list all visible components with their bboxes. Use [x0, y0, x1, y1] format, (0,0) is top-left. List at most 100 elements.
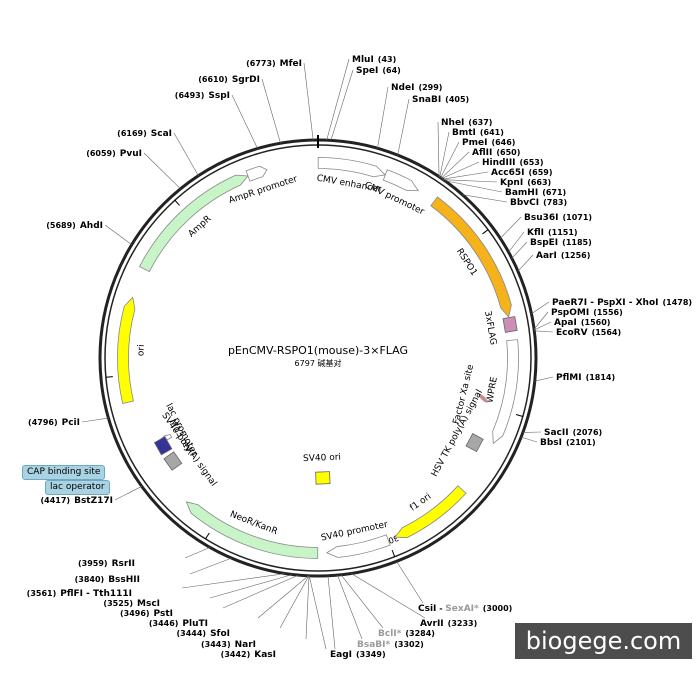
- site-callout: [173, 132, 199, 176]
- site-callout: [189, 557, 232, 575]
- site-label: AarI(1256): [536, 251, 590, 261]
- lac-operator-label: lac operator: [45, 480, 110, 495]
- tick-mark: [482, 229, 489, 235]
- site-label: PflMI(1814): [556, 373, 615, 383]
- site-label: PmeI(646): [462, 138, 515, 148]
- site-label: MluI(43): [352, 55, 396, 65]
- feature-label-ori: ori: [136, 344, 147, 356]
- site-callout: [439, 131, 450, 178]
- feature-m13-rev: [153, 436, 173, 456]
- feature-sv40-polya: [163, 451, 183, 471]
- site-callout: [231, 94, 258, 149]
- site-callout: [397, 98, 410, 156]
- plasmid-length: 6797 碱基对: [295, 358, 342, 368]
- site-callout: [517, 254, 534, 272]
- site-callout: [351, 573, 426, 619]
- site-callout: [441, 161, 480, 179]
- site-label: BsaBI*(3302): [357, 640, 424, 650]
- site-callout: [340, 574, 384, 629]
- feature-ampr-promoter: [245, 165, 268, 182]
- site-label: (4796)PciI: [28, 418, 80, 428]
- site-label: BbsI(2101): [540, 438, 596, 448]
- site-label: SpeI(64): [356, 66, 401, 76]
- site-label: HindIII(653): [482, 158, 544, 168]
- site-label: (3840)BssHII: [75, 575, 140, 585]
- site-callout: [437, 121, 440, 177]
- feature-neor-kanr: [185, 501, 319, 559]
- feature-wpre: [492, 339, 519, 445]
- feature-ori: [117, 296, 136, 404]
- site-callout: [305, 575, 310, 640]
- feature-rspo1: [430, 196, 512, 318]
- site-label: BspEI(1185): [530, 238, 592, 248]
- site-callout: [104, 224, 132, 245]
- site-label: (3446)PluTI: [149, 619, 208, 629]
- watermark: biogege.com: [515, 623, 692, 659]
- site-callout: [114, 486, 142, 501]
- site-label: (3444)SfoI: [176, 629, 230, 639]
- site-label: (5689)AhdI: [46, 221, 103, 231]
- site-callout: [337, 575, 363, 640]
- site-label: EcoRV(1564): [556, 328, 621, 338]
- site-callout: [143, 152, 181, 190]
- site-callout: [534, 321, 552, 331]
- site-label: KflI(1151): [527, 228, 578, 238]
- feature-sv40-ori: [315, 471, 331, 485]
- feature-ampr: [139, 174, 249, 273]
- site-label: ApaI(1560): [554, 318, 610, 328]
- site-label: (6059)PvuI: [86, 149, 142, 159]
- site-callout: [222, 574, 299, 609]
- feature-f1-ori: [394, 485, 467, 538]
- site-callout: [441, 151, 470, 179]
- tick-mark: [174, 199, 180, 206]
- site-callout: [521, 436, 538, 443]
- site-label: (6493)SspI: [175, 91, 230, 101]
- tick-mark: [391, 550, 396, 557]
- site-label-group: MluI(43)SpeI(64)NdeI(299)SnaBI(405)NheI(…: [27, 55, 692, 660]
- feature-label-f1-ori: f1 ori: [408, 492, 433, 514]
- site-label: (3442)KasI: [221, 650, 276, 660]
- site-label: PspOMI(1556): [551, 308, 623, 318]
- tick-mark: [515, 414, 523, 417]
- site-callout: [443, 179, 498, 183]
- site-callout: [396, 561, 424, 604]
- site-callout: [209, 574, 293, 599]
- site-label: (6169)ScaI: [117, 129, 172, 139]
- site-label: NdeI(299): [391, 83, 442, 93]
- site-callout: [184, 547, 211, 559]
- site-callout: [257, 575, 309, 619]
- site-callout: [462, 194, 508, 203]
- site-callout: [308, 575, 327, 650]
- site-callout: [442, 171, 489, 180]
- site-label: Acc65I(659): [491, 168, 553, 178]
- cap-binding-site-label: CAP binding site: [22, 465, 106, 480]
- feature-factor-xa: [478, 393, 488, 403]
- site-label: (3959)RsrII: [78, 559, 135, 569]
- site-label: BmtI(641): [452, 128, 504, 138]
- feature-3xflag: [502, 316, 518, 333]
- tick-mark: [205, 532, 210, 540]
- site-callout: [327, 575, 336, 650]
- site-callout: [377, 86, 389, 149]
- site-label: (6773)MfeI: [246, 59, 302, 69]
- feature-sv40-promoter: [325, 534, 391, 558]
- site-callout: [303, 62, 314, 141]
- site-label: BamHI(671): [505, 188, 566, 198]
- tick-mark: [105, 376, 113, 378]
- site-callout: [261, 78, 281, 144]
- site-label: PaeR7I - PspXI - XhoI(1478): [552, 298, 692, 308]
- site-label: (3496)PstI: [120, 609, 173, 619]
- site-label: (3525)MscI: [103, 599, 160, 609]
- site-label: BbvCI(783): [510, 198, 567, 208]
- site-label: AvrII(3233): [420, 619, 477, 629]
- backbone-inner: [104, 144, 532, 572]
- site-callout: [534, 330, 554, 333]
- feature-cmv-promoter: [382, 169, 420, 192]
- site-callout: [279, 575, 310, 629]
- site-label: (4417)BstZ17I: [41, 496, 114, 506]
- site-label: AflII(650): [472, 148, 520, 158]
- site-callout: [500, 216, 522, 239]
- site-callout: [511, 241, 528, 259]
